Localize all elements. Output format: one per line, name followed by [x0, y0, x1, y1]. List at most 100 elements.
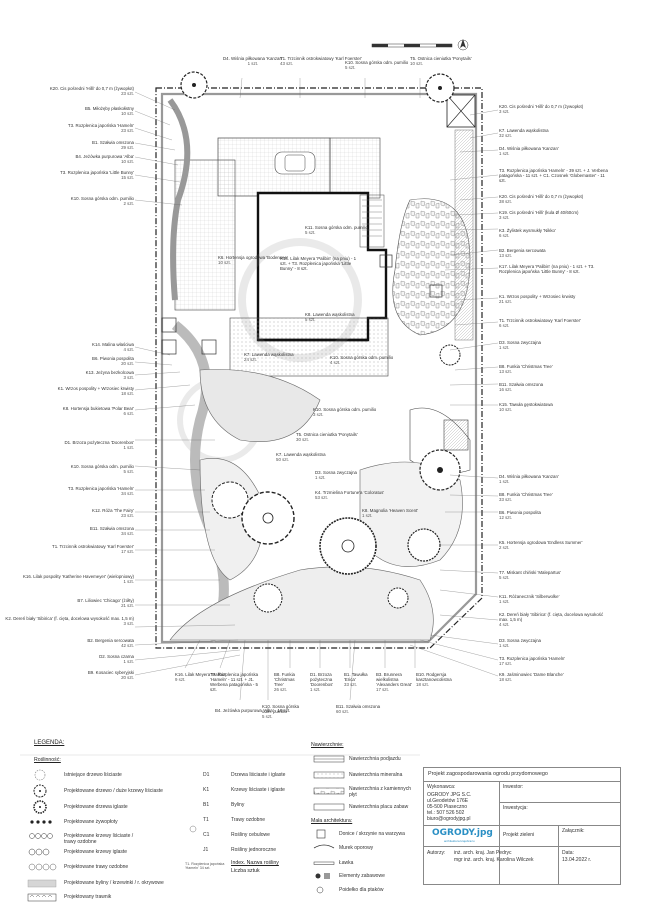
label-right: D4. Wiśnia piłkowana 'Kanzan'1 szt. [499, 146, 559, 156]
legend-surface: Nawierzchnia placu zabaw [349, 804, 409, 810]
attachment-label: Załącznik: [562, 828, 585, 834]
contractor-line: OGRODY JPG S.C. [427, 792, 472, 798]
legend-plant: Projektowane byliny / krzewinki / r. okr… [64, 880, 164, 886]
label-interior: T5. Ostnica cieniutka 'Ponytails'30 szt. [296, 432, 358, 442]
label-right: K20. Cis pośredni 'Hilli' do 0,7 m (żywo… [499, 104, 584, 114]
legend-plant: Projektowane drzewo / duże krzewy liścia… [64, 788, 163, 794]
date-value: 13.04.2022 r. [562, 857, 592, 863]
label-left: B4. Jeżówka purpurowa 'Alba'10 szt. [75, 154, 134, 164]
label-right: D4. Wiśnia piłkowana 'Kanzan'1 szt. [499, 474, 559, 484]
tree-symbols [180, 71, 461, 613]
contractor-line: 05-500 Piaseczno [427, 804, 468, 810]
company-logo-sub: architektura krajobrazu [444, 839, 475, 843]
label-right: K20. Cis pośredni 'Hilli' do 0,7 m (żywo… [499, 194, 584, 204]
label-right: K11. Różanecznik 'Silberwolke'1 szt. [499, 594, 560, 604]
legend-plant: Projektowany trawnik [64, 894, 112, 900]
label-top-1: T1. Trzcinnik ostrokwiatowy 'Karl Foerst… [280, 56, 362, 66]
legend-arch: Poidełko dla ptaków [339, 887, 384, 893]
legend-plant: Projektowane krzewy liściaste / trawy oz… [64, 833, 134, 845]
label-bottom: B1. Tawułka 'Erica'33 szt. [344, 672, 368, 687]
legend-plant: Projektowane żywopłoty [64, 819, 118, 825]
label-left: K2. Dereń biały 'Sibirica' (f. cięta, do… [5, 616, 134, 626]
labels-left: K20. Cis pośredni 'Hilli' do 0,7 m (żywo… [5, 86, 134, 686]
project-title: Projekt zagospodarowania ogrodu przydomo… [428, 771, 548, 777]
company-logo: OGRODY.jpg [432, 828, 493, 838]
label-bottom: B8. Funkia 'Christmas Tree'26 szt. [274, 672, 295, 692]
label-right: K9. Jaśminowiec 'Dame Blanche'18 szt. [499, 672, 564, 682]
house-outline [229, 191, 389, 377]
label-bottom: B3. Brunnera wielkolistna 'Alexanders Gr… [376, 672, 412, 692]
label-bottom: D1. Brzoza pożyteczna 'Doorenbos'1 szt. [310, 672, 334, 692]
labels-right: K20. Cis pośredni 'Hilli' do 0,7 m (żywo… [499, 104, 647, 704]
legend-arch: Donice / skrzynie na warzywa [339, 831, 405, 837]
label-interior: K6. Hortensja ogrodowa 'Bodensee'10 szt. [218, 255, 288, 265]
plants-heading: Roślinność: [34, 757, 61, 763]
label-bottom: K16. Lilak Meyera 'Palibin'9 szt. [175, 672, 227, 682]
label-left: B7. Liliowiec 'Chicago' (żółty)21 szt. [77, 598, 134, 608]
property-boundary [155, 87, 483, 649]
investor-heading: Inwestor: [503, 784, 524, 790]
contractor-line: biuro@ogrodyjpg.pl [427, 816, 471, 822]
project-type: Projekt zieleni [503, 832, 535, 838]
legend-title: LEGENDA: [34, 740, 65, 746]
label-left: T3. Rozplenica japońska 'Little Bunny'15… [60, 170, 134, 180]
legend-plant: Projektowane trawy ozdobne [64, 864, 129, 870]
legend-surface: Nawierzchnia mineralna [349, 772, 403, 778]
contractor-line: tel.: 507 526 502 [427, 810, 465, 816]
legend-plant: Projektowane drzewa iglaste [64, 804, 128, 810]
legend-plant: Istniejące drzewo liściaste [64, 772, 122, 778]
label-right: B8. Funkia 'Christmas Tree'13 szt. [499, 364, 553, 374]
label-left: K16. Lilak pospolity 'Katherine Havemeye… [22, 574, 134, 584]
label-right: T1. Trzcinnik ostrokwiatowy 'Karl Foerst… [499, 318, 581, 328]
label-right: T3. Rozplenica japońska 'Hameln'17 szt. [499, 656, 566, 666]
label-left: K20. Cis pośredni 'Hilli' do 0,7 m (żywo… [49, 86, 134, 96]
index-label: Index. Nazwa rośliny [231, 860, 279, 866]
legend-surface: Nawierzchnia z kamiennych płyt [349, 786, 411, 798]
label-interior: K8. Magnolia 'Heaven Scent'1 szt. [362, 508, 419, 518]
contractor-heading: Wykonawca: [427, 784, 456, 790]
label-top-3: T5. Ostnica cieniutka 'Ponytails'10 szt. [410, 56, 472, 66]
label-left: K8. Hortensja bukietowa 'Polar Bear'6 sz… [62, 406, 134, 416]
legend-arch: Ławka [339, 860, 354, 866]
label-right: B8. Funkia 'Christmas Tree'33 szt. [499, 492, 553, 502]
label-right: K2. Dereń biały 'Sibirica' (f. cięta, do… [499, 612, 604, 627]
label-right: K3. Żylistek wysmukły 'Nikko'6 szt. [499, 228, 556, 238]
label-right: K5. Hortensja ogrodowa 'Endless Summer'2… [499, 540, 583, 550]
index-example: T1. Rozplenica japońska 'Hameln' 34 szt. [185, 862, 225, 870]
label-interior: K18. Lilak Meyera 'Palibin' (na pniu) - … [280, 256, 357, 271]
label-left: T3. Rozplenica japońska 'Hameln'34 szt. [67, 486, 134, 496]
label-top-0: D4. Wiśnia piłkowana 'Kanzan'1 szt. [223, 56, 283, 66]
label-left: D1. Brzoza pożyteczna 'Doorenbos'1 szt. [64, 440, 134, 450]
label-right: K19. Cis pośredni 'Hilli' (kula Ø 40/60c… [499, 210, 579, 220]
date-label: Data: [562, 850, 574, 856]
investment-heading: Inwestycja: [503, 805, 528, 811]
contractor-line: ul.Geodetów 176E [427, 798, 469, 804]
label-right: T7. Miskant chiński 'Malepartus'5 szt. [499, 570, 561, 580]
